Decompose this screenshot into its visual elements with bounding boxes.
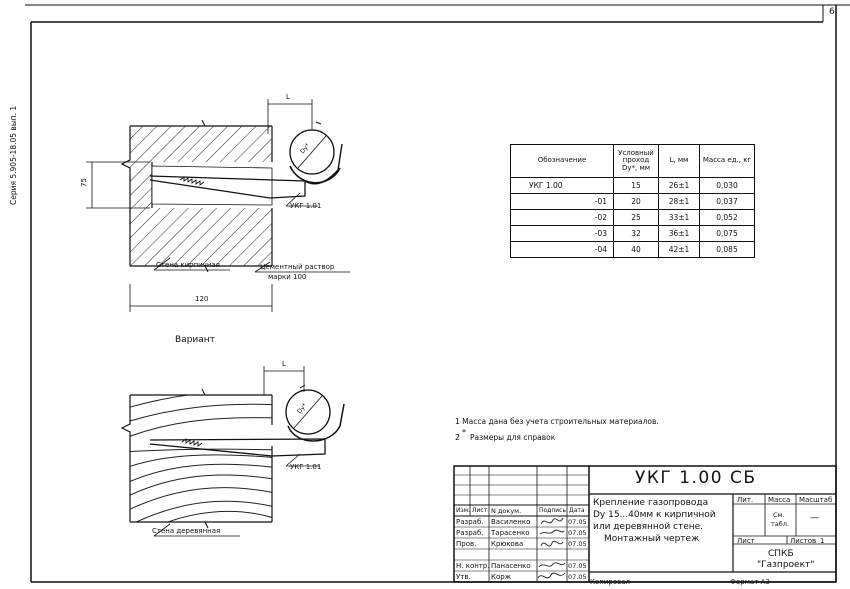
dimensions-view2	[153, 366, 320, 537]
series-label: Серия 5.905-18.05 вып. 1	[9, 105, 18, 205]
spec-mass: 0,030	[699, 177, 755, 194]
table-row: -01 20 28±1 0,037	[510, 193, 755, 210]
col-header: N докум.	[491, 507, 522, 515]
person-name: Василенко	[491, 518, 531, 526]
description-line: Крепление газопровода	[593, 498, 709, 508]
spec-header: Обозначение	[510, 144, 614, 178]
table-row: -04 40 42±1 0,085	[510, 241, 755, 258]
spec-dy: 32	[613, 225, 659, 242]
label-mortar-2: марки 100	[268, 273, 307, 281]
mass-value-1: См.	[773, 511, 785, 519]
spec-header: Условный проход Dy*, мм	[613, 144, 659, 178]
spec-mass: 0,085	[699, 241, 755, 258]
label-ukg-view1: УКГ 1.01	[290, 202, 322, 210]
org-name-2: "Газпроект"	[757, 560, 815, 570]
lit-label: Лит.	[737, 496, 754, 504]
person-role: Разраб.	[456, 518, 484, 526]
dim-120: 120	[195, 295, 209, 303]
spec-header-row: Обозначение Условный проход Dy*, мм L, м…	[510, 144, 755, 178]
spec-table: Обозначение Условный проход Dy*, мм L, м…	[510, 144, 755, 258]
person-role: Разраб.	[456, 529, 484, 537]
person-date: 07.05	[568, 518, 587, 526]
format-label: Формат А3	[730, 578, 770, 586]
sheet-number: 6	[829, 7, 835, 17]
signatures	[537, 517, 566, 579]
spec-L: 36±1	[658, 225, 700, 242]
person-name: Крюкова	[491, 540, 524, 548]
spec-mass: 0,037	[699, 193, 755, 210]
note-2-number: 2	[455, 433, 461, 442]
person-name: Корж	[491, 573, 512, 581]
org-name-1: СПКБ	[768, 549, 794, 559]
dim-75: 75	[79, 178, 88, 187]
title-block-grid	[453, 465, 837, 583]
spec-L: 42±1	[658, 241, 700, 258]
note-2-text: Размеры для справок	[470, 433, 556, 442]
spec-dy: 40	[613, 241, 659, 258]
person-date: 07.05	[568, 562, 587, 570]
col-header: Изм.	[456, 507, 471, 514]
label-wood-wall: Стена деревянная	[152, 527, 221, 535]
spec-dy: 25	[613, 209, 659, 226]
description-line: Dy 15...40мм к кирпичной	[593, 510, 716, 520]
spec-dy: 15	[613, 177, 659, 194]
person-name: Тарасенко	[491, 529, 530, 537]
person-date: 07.05	[568, 540, 587, 548]
scale-value: —	[810, 513, 819, 523]
clamp-ukg-1	[149, 121, 343, 199]
wooden-wall	[120, 388, 273, 529]
variant-title: Вариант	[175, 335, 215, 345]
description-line: Монтажный чертеж	[604, 534, 700, 544]
spec-designation: -01	[510, 193, 614, 210]
spec-designation: -04	[510, 241, 614, 258]
table-row: -02 25 33±1 0,052	[510, 209, 755, 226]
sheet-label: Лист	[737, 537, 755, 545]
col-header: Дата	[569, 507, 585, 514]
spec-L: 26±1	[658, 177, 700, 194]
description-line: или деревянной стене.	[593, 522, 704, 532]
clamp-ukg-2	[149, 384, 345, 457]
spec-designation: -02	[510, 209, 614, 226]
col-header: Подпись	[539, 507, 566, 514]
scale-label: Масштаб	[799, 496, 833, 504]
person-date: 07.05	[568, 573, 587, 581]
spec-dy: 20	[613, 193, 659, 210]
spec-L: 33±1	[658, 209, 700, 226]
dimensions-view1	[86, 99, 350, 312]
sheet-frame	[25, 4, 850, 583]
spec-header: L, мм	[658, 144, 700, 178]
label-mortar-1: Цементный раствор	[260, 263, 335, 271]
person-name: Панасенко	[491, 562, 531, 570]
label-ukg-view2: УКГ 1.01	[290, 463, 322, 471]
label-brick-wall: Стена кирпичная	[156, 261, 220, 269]
spec-mass: 0,052	[699, 209, 755, 226]
table-row: УКГ 1.00 15 26±1 0,030	[510, 177, 755, 194]
sheets-value: 1	[820, 537, 825, 545]
doc-code: УКГ 1.00 СБ	[635, 468, 757, 488]
brick-wall	[120, 119, 273, 273]
dim-L-view1: L	[286, 93, 290, 101]
col-header: Лист	[472, 507, 488, 514]
mass-value-2: табл.	[771, 520, 789, 528]
dim-L-view2: L	[282, 360, 286, 368]
person-role: Утв.	[456, 573, 471, 581]
note-1: 1 Масса дана без учета строительных мате…	[455, 417, 659, 426]
note-2-star: *	[462, 428, 466, 437]
person-role: Пров.	[456, 540, 477, 548]
sheets-label: Листов	[790, 537, 817, 545]
spec-L: 28±1	[658, 193, 700, 210]
person-date: 07.05	[568, 529, 587, 537]
spec-designation: УКГ 1.00	[510, 177, 614, 194]
table-row: -03 32 36±1 0,075	[510, 225, 755, 242]
spec-header: Масса ед., кг	[699, 144, 755, 178]
spec-mass: 0,075	[699, 225, 755, 242]
mass-label: Масса	[768, 496, 791, 504]
copied-label: Копировал	[590, 578, 630, 586]
spec-designation: -03	[510, 225, 614, 242]
person-role: Н. контр.	[456, 562, 490, 570]
